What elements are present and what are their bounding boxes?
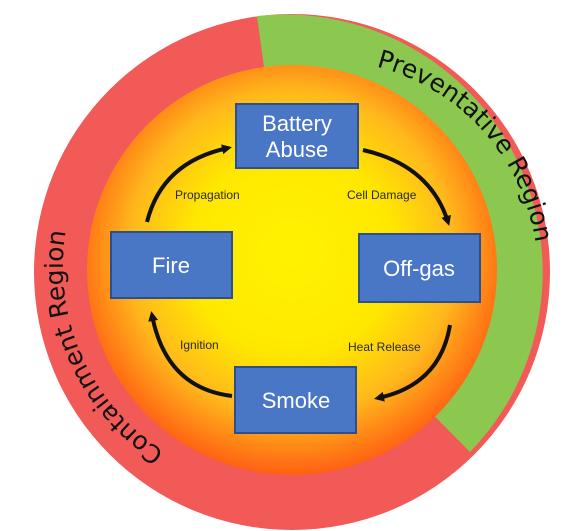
battery-abuse-node: Battery Abuse	[235, 103, 359, 169]
battery-abuse-label-line2: Abuse	[266, 137, 328, 162]
propagation-label: Propagation	[175, 188, 240, 202]
heat-release-label: Heat Release	[348, 340, 421, 354]
heat-release-arrow	[374, 324, 452, 402]
cell-damage-label: Cell Damage	[347, 188, 417, 202]
fire-label: Fire	[152, 253, 190, 278]
battery-abuse-label-line1: Battery	[262, 111, 332, 136]
smoke-node: Smoke	[234, 366, 357, 434]
ignition-label: Ignition	[180, 338, 219, 352]
fire-node: Fire	[110, 231, 233, 299]
inner-core-disc	[87, 65, 497, 475]
cell-damage-arrow	[362, 148, 451, 226]
smoke-label: Smoke	[262, 388, 330, 413]
propagation-arrow	[145, 144, 232, 223]
off-gas-label: Off-gas	[383, 256, 455, 281]
ignition-arrow	[148, 311, 233, 398]
off-gas-node: Off-gas	[358, 233, 481, 303]
